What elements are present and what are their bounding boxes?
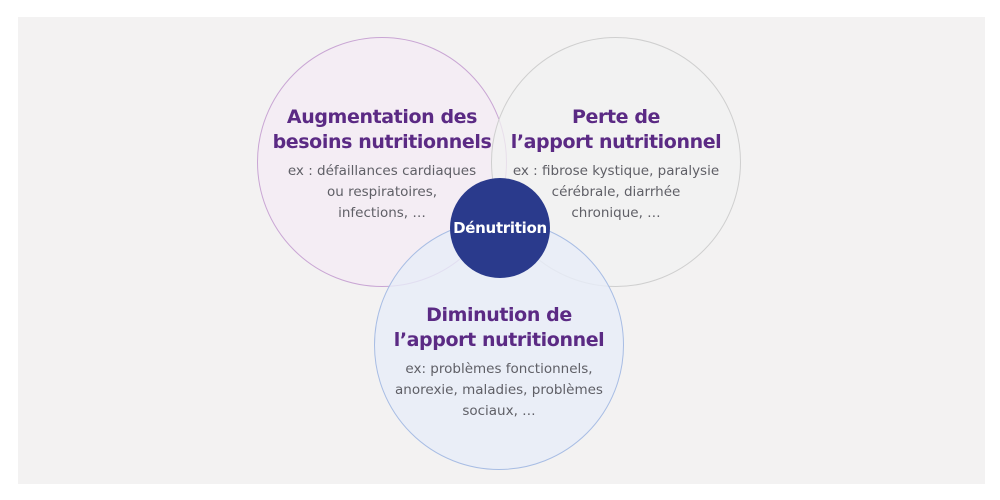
text-intake-loss: Perte de l’apport nutritionnel ex : fibr…	[496, 105, 736, 224]
text-increased-needs: Augmentation des besoins nutritionnels e…	[262, 105, 502, 224]
text-intake-decrease: Diminution de l’apport nutritionnel ex: …	[379, 303, 619, 422]
title-line: Perte de	[571, 106, 661, 128]
example-line: ou respiratoires,	[326, 184, 438, 200]
example-line: ex : défaillances cardiaques	[287, 163, 477, 179]
example-line: ex : fibrose kystique, paralysie	[512, 163, 720, 179]
examples-increased-needs: ex : défaillances cardiaques ou respirat…	[262, 161, 502, 224]
example-line: infections, …	[338, 205, 426, 221]
title-intake-loss: Perte de l’apport nutritionnel	[496, 105, 736, 155]
title-intake-decrease: Diminution de l’apport nutritionnel	[379, 303, 619, 353]
example-line: sociaux, …	[462, 403, 536, 419]
examples-intake-loss: ex : fibrose kystique, paralysie cérébra…	[496, 161, 736, 224]
title-line: l’apport nutritionnel	[510, 131, 722, 153]
example-line: chronique, …	[571, 205, 661, 221]
title-line: besoins nutritionnels	[272, 131, 492, 153]
example-line: cérébrale, diarrhée	[551, 184, 681, 200]
title-line: Diminution de	[426, 304, 572, 326]
center-label: Dénutrition	[453, 219, 547, 237]
title-line: l’apport nutritionnel	[393, 329, 605, 351]
example-line: ex: problèmes fonctionnels,	[405, 361, 593, 377]
center-circle-denutrition: Dénutrition	[450, 178, 550, 278]
title-increased-needs: Augmentation des besoins nutritionnels	[262, 105, 502, 155]
title-line: Augmentation des	[286, 106, 478, 128]
example-line: anorexie, maladies, problèmes	[395, 382, 603, 398]
examples-intake-decrease: ex: problèmes fonctionnels, anorexie, ma…	[379, 359, 619, 422]
